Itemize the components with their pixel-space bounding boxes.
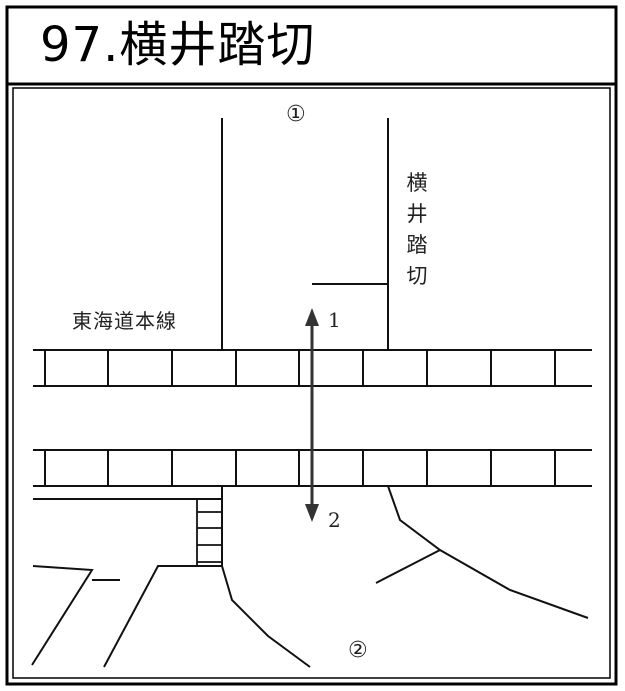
- start-point-label: ①: [286, 102, 306, 127]
- map-frame: [12, 87, 611, 679]
- crossing-name-label: 横井踏切: [406, 171, 428, 288]
- lower-left-road-c: [103, 565, 222, 668]
- upper-track: [33, 349, 592, 387]
- end-point-label: ②: [348, 638, 368, 663]
- side-road: [375, 549, 441, 584]
- outer-frame: [5, 5, 618, 686]
- arrow-label-down: 2: [328, 508, 341, 532]
- lower-left-road-a: [31, 565, 94, 666]
- road-lower-left-edge: [221, 486, 311, 668]
- road-lower-right-edge: [387, 485, 589, 619]
- arrow-label-up: 1: [328, 308, 341, 332]
- page-title: 97.横井踏切: [40, 17, 316, 73]
- railway-line-label: 東海道本線: [72, 309, 177, 333]
- double-arrow: [305, 308, 319, 522]
